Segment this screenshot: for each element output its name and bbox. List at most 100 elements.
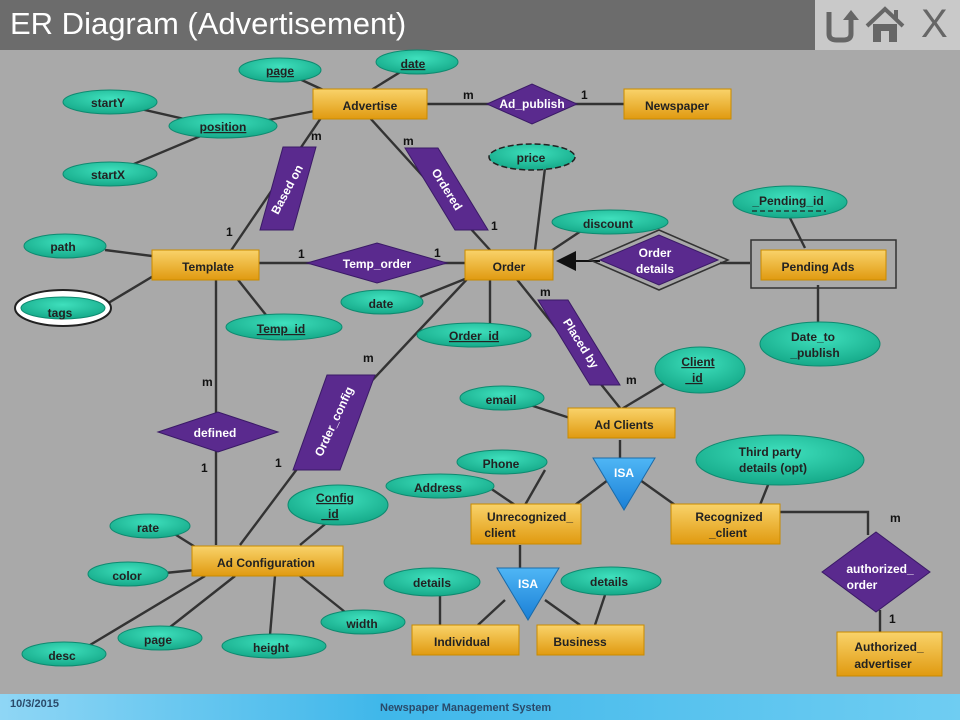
entity-template[interactable]: Template: [151, 249, 260, 281]
attr-temp-id[interactable]: Temp_id: [225, 313, 343, 341]
attr-details-right[interactable]: details: [560, 566, 662, 596]
relationship-placed-by[interactable]: Placed by: [537, 299, 621, 386]
attr-position[interactable]: position: [168, 113, 278, 139]
attr-order-id[interactable]: Order_id: [416, 322, 532, 348]
close-button[interactable]: X: [921, 2, 948, 46]
svg-text:Newspaper: Newspaper: [645, 99, 709, 113]
svg-text:Pending Ads: Pending Ads: [782, 260, 855, 274]
card-order-placed: m: [540, 285, 551, 299]
svg-text:authorized_: authorized_: [846, 562, 914, 576]
attr-phone[interactable]: Phone: [456, 449, 548, 475]
relationship-temp-order[interactable]: Temp_order: [305, 242, 449, 284]
svg-text:Order_id: Order_id: [449, 329, 499, 343]
attr-startx[interactable]: startX: [62, 161, 158, 187]
entity-unrecognized-client[interactable]: Unrecognized_ client: [470, 503, 582, 545]
svg-text:Temp_id: Temp_id: [257, 322, 305, 336]
entity-newspaper[interactable]: Newspaper: [623, 88, 732, 120]
svg-text:discount: discount: [583, 217, 633, 231]
svg-text:Authorized_: Authorized_: [854, 640, 924, 654]
attr-page-top[interactable]: page: [238, 57, 322, 83]
attr-pending-id[interactable]: _Pending_id: [732, 185, 848, 219]
entity-order[interactable]: Order: [464, 249, 554, 281]
svg-text:date: date: [369, 297, 394, 311]
attr-date-top[interactable]: date: [375, 49, 459, 75]
svg-text:Address: Address: [414, 481, 462, 495]
svg-text:details: details: [590, 575, 628, 589]
svg-text:path: path: [50, 240, 75, 254]
attr-rate[interactable]: rate: [109, 513, 191, 539]
attr-color[interactable]: color: [87, 561, 169, 587]
nav-toolbar: X: [815, 0, 960, 50]
attr-details-left[interactable]: details: [383, 567, 481, 597]
card-adv-ordered: m: [403, 134, 414, 148]
relationship-authorized-order[interactable]: authorized_ order: [821, 531, 931, 613]
svg-text:details: details: [413, 576, 451, 590]
attr-page-bottom[interactable]: page: [117, 625, 203, 651]
cardinalities: m 1 m 1 m 1 1 1 m m m 1 m 1 m 1: [201, 88, 901, 626]
attr-date-mid[interactable]: date: [340, 289, 424, 315]
svg-text:advertiser: advertiser: [854, 657, 912, 671]
entity-individual[interactable]: Individual: [411, 624, 520, 656]
svg-text:Unrecognized_: Unrecognized_: [487, 510, 573, 524]
entity-business[interactable]: Business: [536, 624, 645, 656]
svg-text:ISA: ISA: [614, 466, 634, 480]
attr-date-to-publish[interactable]: Date_to _publish: [759, 321, 881, 367]
relationship-defined[interactable]: defined: [156, 411, 280, 453]
card-order-ordered: 1: [491, 219, 498, 233]
attr-tags[interactable]: tags: [14, 289, 112, 327]
footer-date: 10/3/2015: [10, 698, 59, 710]
svg-text:width: width: [345, 617, 377, 631]
entity-recognized-client[interactable]: Recognized _client: [670, 503, 781, 545]
attr-email[interactable]: email: [459, 385, 545, 411]
attr-height[interactable]: height: [221, 633, 327, 659]
entity-ad-clients[interactable]: Ad Clients: [567, 407, 676, 439]
card-adv-based: m: [311, 129, 322, 143]
attr-path[interactable]: path: [23, 233, 107, 259]
attr-third-party[interactable]: Third party details (opt): [695, 434, 865, 486]
relationship-ordered[interactable]: Ordered: [404, 147, 489, 231]
relationship-order-config[interactable]: Order_config: [292, 374, 376, 471]
card-tmpl-defined: m: [202, 375, 213, 389]
return-icon[interactable]: [819, 4, 859, 46]
er-diagram: Ad_publish Based on Ordered Temp_order O…: [14, 49, 943, 677]
svg-text:Advertise: Advertise: [343, 99, 398, 113]
svg-text:email: email: [486, 393, 517, 407]
card-authadv-auth: 1: [889, 612, 896, 626]
attr-address[interactable]: Address: [385, 473, 495, 499]
isa-clients[interactable]: ISA: [592, 457, 656, 511]
svg-text:details (opt): details (opt): [739, 461, 807, 475]
attr-client-id[interactable]: Client _id: [654, 346, 746, 394]
entity-pending-ads[interactable]: Pending Ads: [750, 239, 897, 289]
attr-price[interactable]: price: [488, 143, 576, 171]
svg-text:defined: defined: [194, 426, 237, 440]
svg-text:color: color: [112, 569, 142, 583]
svg-text:Individual: Individual: [434, 635, 490, 649]
svg-text:Temp_order: Temp_order: [343, 257, 412, 271]
svg-text:Ad_publish: Ad_publish: [499, 97, 564, 111]
home-icon[interactable]: [865, 4, 905, 46]
svg-text:Third party: Third party: [739, 445, 802, 459]
svg-text:position: position: [200, 120, 247, 134]
entity-authorized-advertiser[interactable]: Authorized_ advertiser: [836, 631, 943, 677]
page-title: ER Diagram (Advertisement): [10, 6, 407, 41]
svg-text:startX: startX: [91, 168, 125, 182]
attr-starty[interactable]: startY: [62, 89, 158, 115]
svg-text:_Pending_id: _Pending_id: [751, 194, 823, 208]
svg-text:_id: _id: [320, 507, 338, 521]
relationship-order-details[interactable]: Order details: [588, 229, 730, 291]
svg-text:desc: desc: [48, 649, 76, 663]
attr-desc[interactable]: desc: [21, 641, 107, 667]
entity-advertise[interactable]: Advertise: [312, 88, 428, 120]
attr-width[interactable]: width: [320, 609, 406, 635]
relationship-based-on[interactable]: Based on: [259, 146, 317, 231]
svg-text:price: price: [517, 151, 546, 165]
entity-ad-configuration[interactable]: Ad Configuration: [191, 545, 344, 577]
relationship-ad-publish[interactable]: Ad_publish: [485, 83, 579, 125]
attr-discount[interactable]: discount: [551, 209, 669, 235]
svg-text:Phone: Phone: [483, 457, 520, 471]
isa-unrecognized[interactable]: ISA: [496, 567, 560, 621]
card-tmpl-temp: 1: [298, 247, 305, 261]
svg-text:Config: Config: [316, 491, 354, 505]
attr-config-id[interactable]: Config _id: [287, 484, 389, 526]
